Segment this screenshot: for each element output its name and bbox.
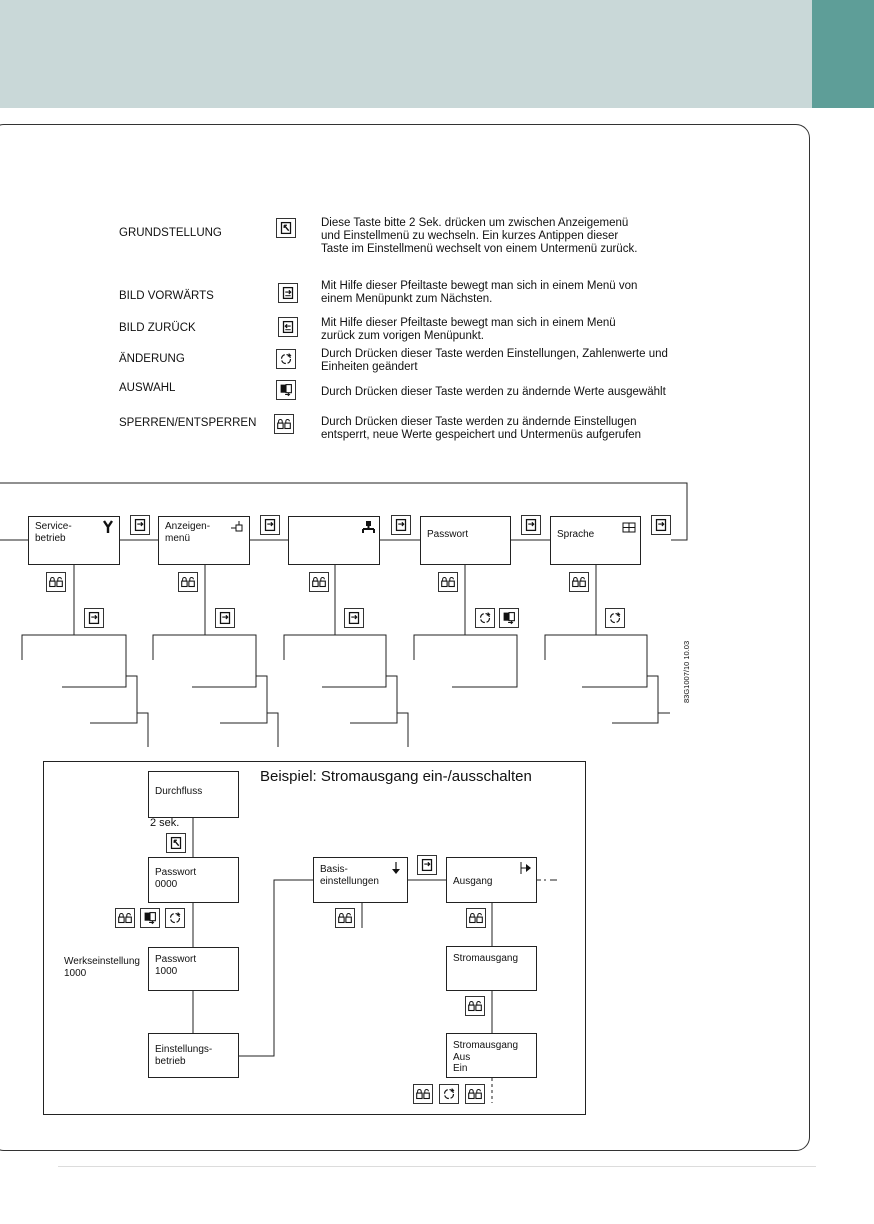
- select-key-icon: [276, 380, 296, 400]
- legend-name-bild-vorwaerts: BILD VORWÄRTS: [119, 290, 214, 302]
- output-arrow-icon: [520, 862, 531, 874]
- home-key-icon: [276, 218, 296, 238]
- node-ausgang: Ausgang: [446, 857, 537, 903]
- menu-node-network: [288, 516, 380, 565]
- header-band: [0, 0, 812, 108]
- change-key-icon: [605, 608, 625, 628]
- page-forward-key-icon: [344, 608, 364, 628]
- node-label: Durchfluss: [155, 786, 203, 797]
- legend-name-sperren: SPERREN/ENTSPERREN: [119, 417, 257, 429]
- menu-node-label: Anzeigen- menü: [165, 521, 211, 544]
- wrench-icon: [103, 520, 113, 533]
- page-forward-key-icon: [417, 855, 437, 875]
- menu-node-anzeigenmenue: Anzeigen- menü: [158, 516, 250, 565]
- node-passwort-1000: Passwort 1000: [148, 947, 239, 991]
- node-einstellungsbetrieb: Einstellungs- betrieb: [148, 1033, 239, 1078]
- change-key-icon: [439, 1084, 459, 1104]
- legend-name-aenderung: ÄNDERUNG: [119, 353, 185, 365]
- legend-desc-auswahl: Durch Drücken dieser Taste werden zu änd…: [321, 386, 666, 398]
- lock-unlock-key-icon: [466, 908, 486, 928]
- lock-unlock-key-icon: [438, 572, 458, 592]
- lock-unlock-key-icon: [465, 996, 485, 1016]
- lock-unlock-key-icon: [413, 1084, 433, 1104]
- footer-rule: [58, 1166, 816, 1167]
- werkseinstellung-label: Werkseinstellung 1000: [64, 956, 140, 979]
- lock-unlock-key-icon: [335, 908, 355, 928]
- header-tab: [812, 0, 874, 108]
- page-forward-key-icon: [278, 283, 298, 303]
- page-forward-key-icon: [84, 608, 104, 628]
- node-durchfluss: Durchfluss: [148, 771, 239, 818]
- node-stromausgang: Stromausgang: [446, 946, 537, 991]
- example-title: Beispiel: Stromausgang ein-/ausschalten: [260, 768, 532, 785]
- two-seconds-label: 2 sek.: [150, 817, 180, 829]
- node-label: Passwort 0000: [155, 867, 197, 890]
- page-forward-key-icon: [260, 515, 280, 535]
- lock-unlock-key-icon: [115, 908, 135, 928]
- legend-name-grundstellung: GRUNDSTELLUNG: [119, 227, 222, 239]
- node-passwort-0000: Passwort 0000: [148, 857, 239, 903]
- example-box: [43, 761, 586, 1115]
- page-forward-key-icon: [215, 608, 235, 628]
- page-forward-key-icon: [521, 515, 541, 535]
- menu-node-label: Passwort: [427, 529, 469, 540]
- menu-node-passwort: Passwort: [420, 516, 511, 565]
- node-label: Ausgang: [453, 876, 493, 887]
- legend-desc-grundstellung: Diese Taste bitte 2 Sek. drücken um zwis…: [321, 217, 638, 255]
- menu-node-servicebetrieb: Service- betrieb: [28, 516, 120, 565]
- display-icon: [231, 521, 243, 532]
- page-forward-key-icon: [651, 515, 671, 535]
- change-key-icon: [276, 349, 296, 369]
- page-back-key-icon: [278, 317, 298, 337]
- node-label: Basis- einstellungen: [320, 864, 379, 887]
- page-forward-key-icon: [130, 515, 150, 535]
- legend-desc-bild-vorwaerts: Mit Hilfe dieser Pfeiltaste bewegt man s…: [321, 280, 638, 305]
- legend-name-bild-zurueck: BILD ZURÜCK: [119, 322, 196, 334]
- legend-name-auswahl: AUSWAHL: [119, 382, 176, 394]
- node-stromausgang-aus-ein: Stromausgang Aus Ein: [446, 1033, 537, 1078]
- lock-unlock-key-icon: [178, 572, 198, 592]
- page-forward-key-icon: [391, 515, 411, 535]
- legend-desc-bild-zurueck: Mit Hilfe dieser Pfeiltaste bewegt man s…: [321, 317, 616, 342]
- legend-desc-sperren: Durch Drücken dieser Taste werden zu änd…: [321, 416, 642, 441]
- select-key-icon: [140, 908, 160, 928]
- arrow-down-icon: [392, 862, 400, 874]
- network-icon: [362, 521, 375, 533]
- lock-unlock-key-icon: [46, 572, 66, 592]
- change-key-icon: [165, 908, 185, 928]
- node-basiseinstellungen: Basis- einstellungen: [313, 857, 408, 903]
- node-label: Einstellungs- betrieb: [155, 1044, 213, 1067]
- grid-icon: [622, 522, 636, 533]
- node-label: Passwort 1000: [155, 954, 197, 977]
- legend-desc-aenderung: Durch Drücken dieser Taste werden Einste…: [321, 348, 668, 373]
- content-frame: [0, 124, 810, 1151]
- node-label: Stromausgang: [453, 953, 519, 964]
- menu-node-label: Sprache: [557, 529, 595, 540]
- home-key-icon: [166, 833, 186, 853]
- lock-unlock-key-icon: [274, 414, 294, 434]
- menu-node-label: Service- betrieb: [35, 521, 72, 544]
- node-label: Stromausgang Aus Ein: [453, 1040, 519, 1074]
- lock-unlock-key-icon: [309, 572, 329, 592]
- select-key-icon: [499, 608, 519, 628]
- lock-unlock-key-icon: [465, 1084, 485, 1104]
- lock-unlock-key-icon: [569, 572, 589, 592]
- menu-node-sprache: Sprache: [550, 516, 641, 565]
- change-key-icon: [475, 608, 495, 628]
